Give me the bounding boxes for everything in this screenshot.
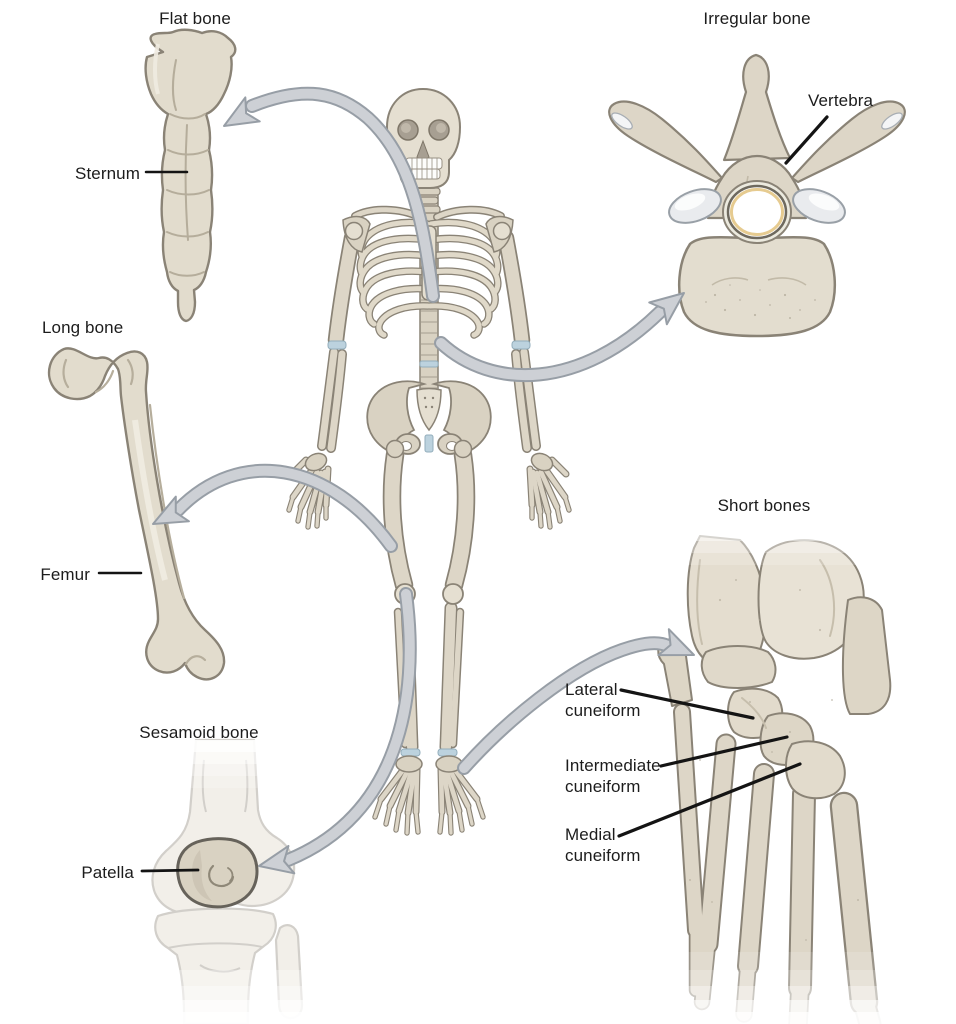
intermediate-cuneiform-label: Intermediate cuneiform	[565, 756, 661, 797]
vertebra-illustration	[608, 53, 906, 338]
foot-fade	[575, 515, 920, 1024]
arrow-irregular-bone	[434, 280, 694, 382]
short-bones-title: Short bones	[717, 496, 811, 515]
long-bone-title: Long bone	[42, 318, 124, 337]
skeleton-outline-pass	[289, 210, 569, 833]
arrows	[145, 86, 701, 882]
arrow-sesamoid-bone	[255, 587, 417, 882]
knee-illustration	[118, 738, 345, 1024]
flat-bone-title: Flat bone	[159, 9, 231, 28]
vertebra-label: Vertebra	[808, 91, 874, 110]
vertebra-leader-line	[784, 115, 829, 165]
patella-label: Patella	[81, 863, 134, 882]
sternum-label: Sternum	[75, 164, 140, 183]
leader-lines	[97, 115, 829, 873]
femur-illustration	[47, 347, 226, 681]
arrow-short-bones	[457, 628, 701, 775]
medial-cuneiform-leader-line	[617, 762, 802, 838]
skeleton-right-patella	[442, 583, 464, 605]
irregular-bone-title: Irregular bone	[703, 9, 811, 28]
skeleton-pelvis	[366, 380, 492, 459]
arrow-flat-bone	[216, 86, 440, 303]
foot-illustration	[575, 515, 920, 1024]
sternum-illustration	[144, 28, 237, 323]
sesamoid-bone-title: Sesamoid bone	[139, 723, 259, 742]
patella-leader-line	[140, 868, 200, 873]
lateral-cuneiform-leader-line	[619, 688, 755, 720]
skeleton	[289, 87, 569, 833]
medial-cuneiform-bone	[785, 740, 846, 800]
lateral-cuneiform-label: Lateral cuneiform	[565, 680, 641, 721]
intermediate-cuneiform-leader-line	[659, 735, 789, 768]
femur-label: Femur	[40, 565, 90, 584]
medial-cuneiform-label: Medial cuneiform	[565, 825, 641, 866]
knee-fade	[118, 740, 345, 1024]
arrow-long-bone	[145, 463, 398, 553]
